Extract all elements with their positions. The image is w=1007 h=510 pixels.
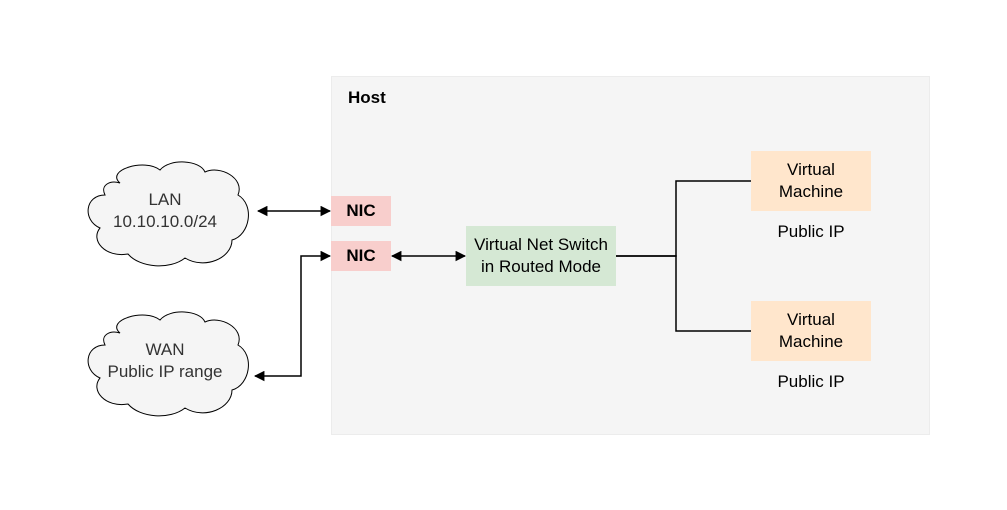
switch-label-line1: Virtual Net Switch — [474, 235, 608, 254]
lan-cloud-subnet: 10.10.10.0/24 — [113, 212, 217, 231]
virtual-net-switch: Virtual Net Switch in Routed Mode — [466, 226, 616, 286]
lan-cloud: LAN 10.10.10.0/24 — [95, 186, 235, 236]
host-title: Host — [348, 88, 386, 107]
wan-cloud: WAN Public IP range — [95, 336, 235, 386]
wan-cloud-range: Public IP range — [107, 362, 223, 381]
wan-cloud-title: WAN — [145, 340, 185, 359]
vm1-ip-label: Public IP — [777, 222, 845, 241]
vm2-ip-label: Public IP — [777, 372, 845, 391]
lan-cloud-title: LAN — [148, 190, 182, 209]
vm2-label-line1: Virtual — [787, 310, 835, 329]
vm1-label-line1: Virtual — [787, 160, 835, 179]
nic-top: NIC — [331, 196, 391, 226]
switch-vm1-connector — [616, 180, 751, 257]
virtual-machine-2: Virtual Machine — [751, 301, 871, 361]
switch-vm2-connector — [616, 255, 751, 332]
lan-cloud-shape — [87, 161, 249, 267]
nic-bottom: NIC — [331, 241, 391, 271]
virtual-machine-1: Virtual Machine — [751, 151, 871, 211]
wan-cloud-shape — [87, 311, 249, 417]
switch-label-line2: in Routed Mode — [480, 257, 602, 276]
vm1-label-line2: Machine — [778, 182, 844, 201]
wan-nic-connector — [253, 250, 332, 382]
vm2-label-line2: Machine — [778, 332, 844, 351]
